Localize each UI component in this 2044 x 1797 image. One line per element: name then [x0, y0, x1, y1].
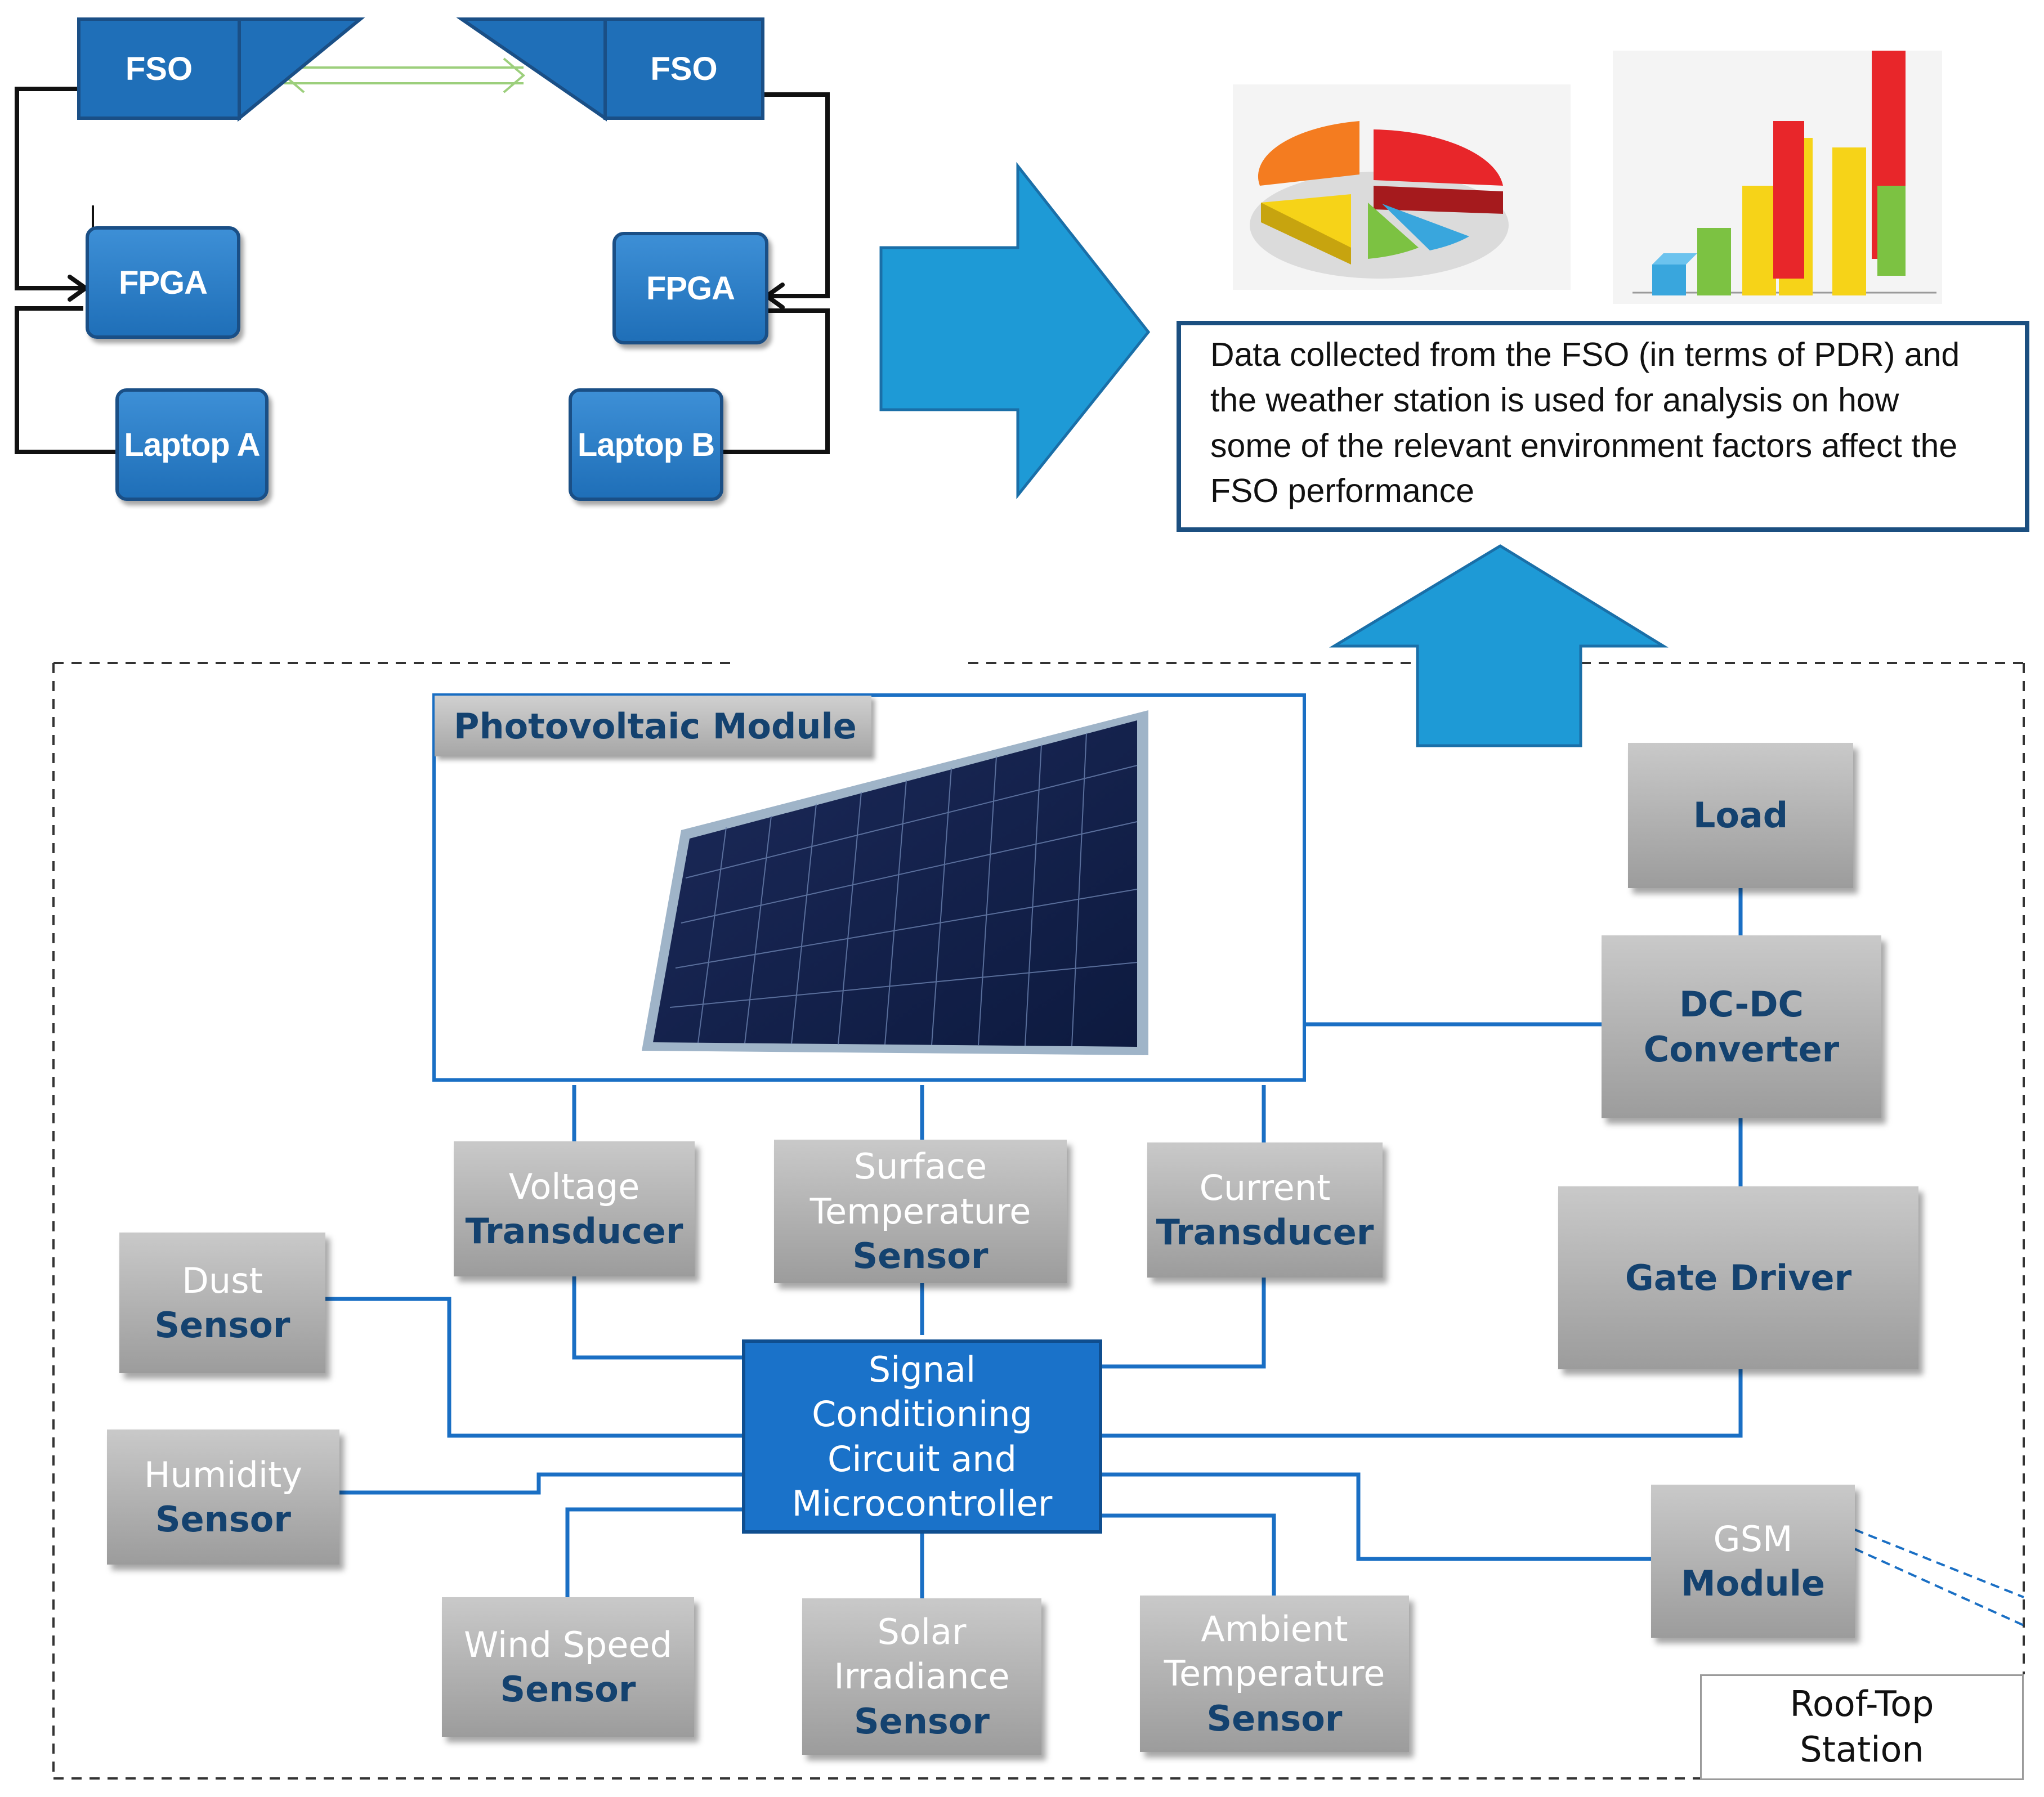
controller-line: Conditioning [812, 1393, 1032, 1435]
voltage-transducer-block: Voltage Transducer [454, 1141, 695, 1276]
dcdc-line2: Converter [1643, 1028, 1840, 1070]
fso-link-wiring [15, 87, 830, 454]
solar-panel-icon [642, 710, 1148, 1055]
analysis-line: some of the relevant environment factors… [1210, 427, 1958, 464]
gate-driver-block: Gate Driver [1558, 1186, 1918, 1369]
flow-right-arrow [879, 162, 1151, 500]
bar-chart-icon [1613, 51, 1942, 304]
analysis-description-box: Data collected from the FSO (in terms of… [1177, 321, 2029, 532]
analysis-line: Data collected from the FSO (in terms of… [1210, 336, 1960, 373]
fpga-left-label: FPGA [118, 264, 208, 301]
load-label: Load [1693, 795, 1788, 836]
humidity-line1: Humidity [144, 1454, 303, 1495]
laptop-a: Laptop A [115, 388, 269, 501]
dust-line1: Dust [182, 1260, 263, 1301]
ambient-line1: Ambient [1201, 1608, 1348, 1650]
solar-line1b: Irradiance [834, 1656, 1010, 1697]
dc-dc-converter-block: DC-DC Converter [1602, 935, 1881, 1118]
optical-link [282, 57, 526, 93]
gsm-module-block: GSM Module [1651, 1485, 1855, 1638]
surface-line1: Surface [853, 1146, 987, 1187]
dust-line2: Sensor [154, 1305, 290, 1346]
ambient-line1b: Temperature [1164, 1653, 1385, 1695]
fso-left-label: FSO [125, 50, 193, 87]
laptop-a-label: Laptop A [124, 426, 260, 463]
wind-line2: Sensor [500, 1669, 636, 1710]
current-line2: Transducer [1156, 1212, 1374, 1253]
fso-left-shape [77, 17, 365, 122]
gsm-line2: Module [1680, 1563, 1826, 1604]
voltage-line1: Voltage [508, 1166, 640, 1207]
load-block: Load [1628, 743, 1853, 888]
fso-right-shape [456, 17, 764, 122]
surface-line1b: Temperature [809, 1190, 1031, 1232]
gsm-wireless-link [1854, 1529, 2024, 1626]
analysis-line: the weather station is used for analysis… [1210, 381, 1899, 419]
laptop-b-label: Laptop B [577, 426, 715, 463]
ambient-line2: Sensor [1206, 1697, 1343, 1739]
photovoltaic-module-label: Photovoltaic Module [435, 696, 871, 756]
solar-line2: Sensor [854, 1700, 990, 1742]
current-transducer-block: Current Transducer [1147, 1142, 1383, 1278]
voltage-line2: Transducer [465, 1211, 683, 1252]
solar-irradiance-sensor-block: Solar Irradiance Sensor [802, 1598, 1041, 1755]
dcdc-line1: DC-DC [1679, 984, 1804, 1025]
roof-top-station-label: Roof-Top Station [1700, 1674, 2024, 1780]
controller-line: Circuit and [828, 1438, 1017, 1480]
pie-chart-icon [1233, 84, 1571, 290]
controller-line: Signal [868, 1348, 976, 1390]
fpga-right-label: FPGA [646, 270, 735, 307]
surface-line2: Sensor [852, 1235, 989, 1277]
dust-sensor-block: Dust Sensor [119, 1233, 325, 1373]
photovoltaic-module-frame [432, 693, 1306, 1082]
station-line2: Station [1800, 1729, 1924, 1770]
current-line1: Current [1199, 1167, 1331, 1208]
station-line1: Roof-Top [1790, 1683, 1934, 1725]
surface-temperature-sensor-block: Surface Temperature Sensor [774, 1140, 1067, 1283]
humidity-line2: Sensor [155, 1499, 291, 1540]
analysis-line: FSO performance [1210, 472, 1474, 510]
fpga-left: FPGA [86, 226, 240, 339]
station-wiring [325, 886, 1743, 1598]
humidity-sensor-block: Humidity Sensor [107, 1429, 339, 1565]
fso-right-label: FSO [650, 50, 718, 87]
flow-up-arrow [1329, 544, 1669, 747]
fpga-right: FPGA [612, 232, 768, 344]
wind-line1: Wind Speed [464, 1624, 672, 1665]
laptop-b: Laptop B [569, 388, 723, 501]
gsm-line1: GSM [1713, 1518, 1793, 1560]
controller-line: Microcontroller [791, 1482, 1053, 1524]
signal-conditioning-microcontroller-block: Signal Conditioning Circuit and Microcon… [742, 1339, 1102, 1534]
wind-speed-sensor-block: Wind Speed Sensor [442, 1597, 694, 1737]
gate-driver-label: Gate Driver [1625, 1257, 1852, 1298]
solar-line1: Solar [877, 1611, 967, 1652]
ambient-temperature-sensor-block: Ambient Temperature Sensor [1140, 1596, 1409, 1752]
